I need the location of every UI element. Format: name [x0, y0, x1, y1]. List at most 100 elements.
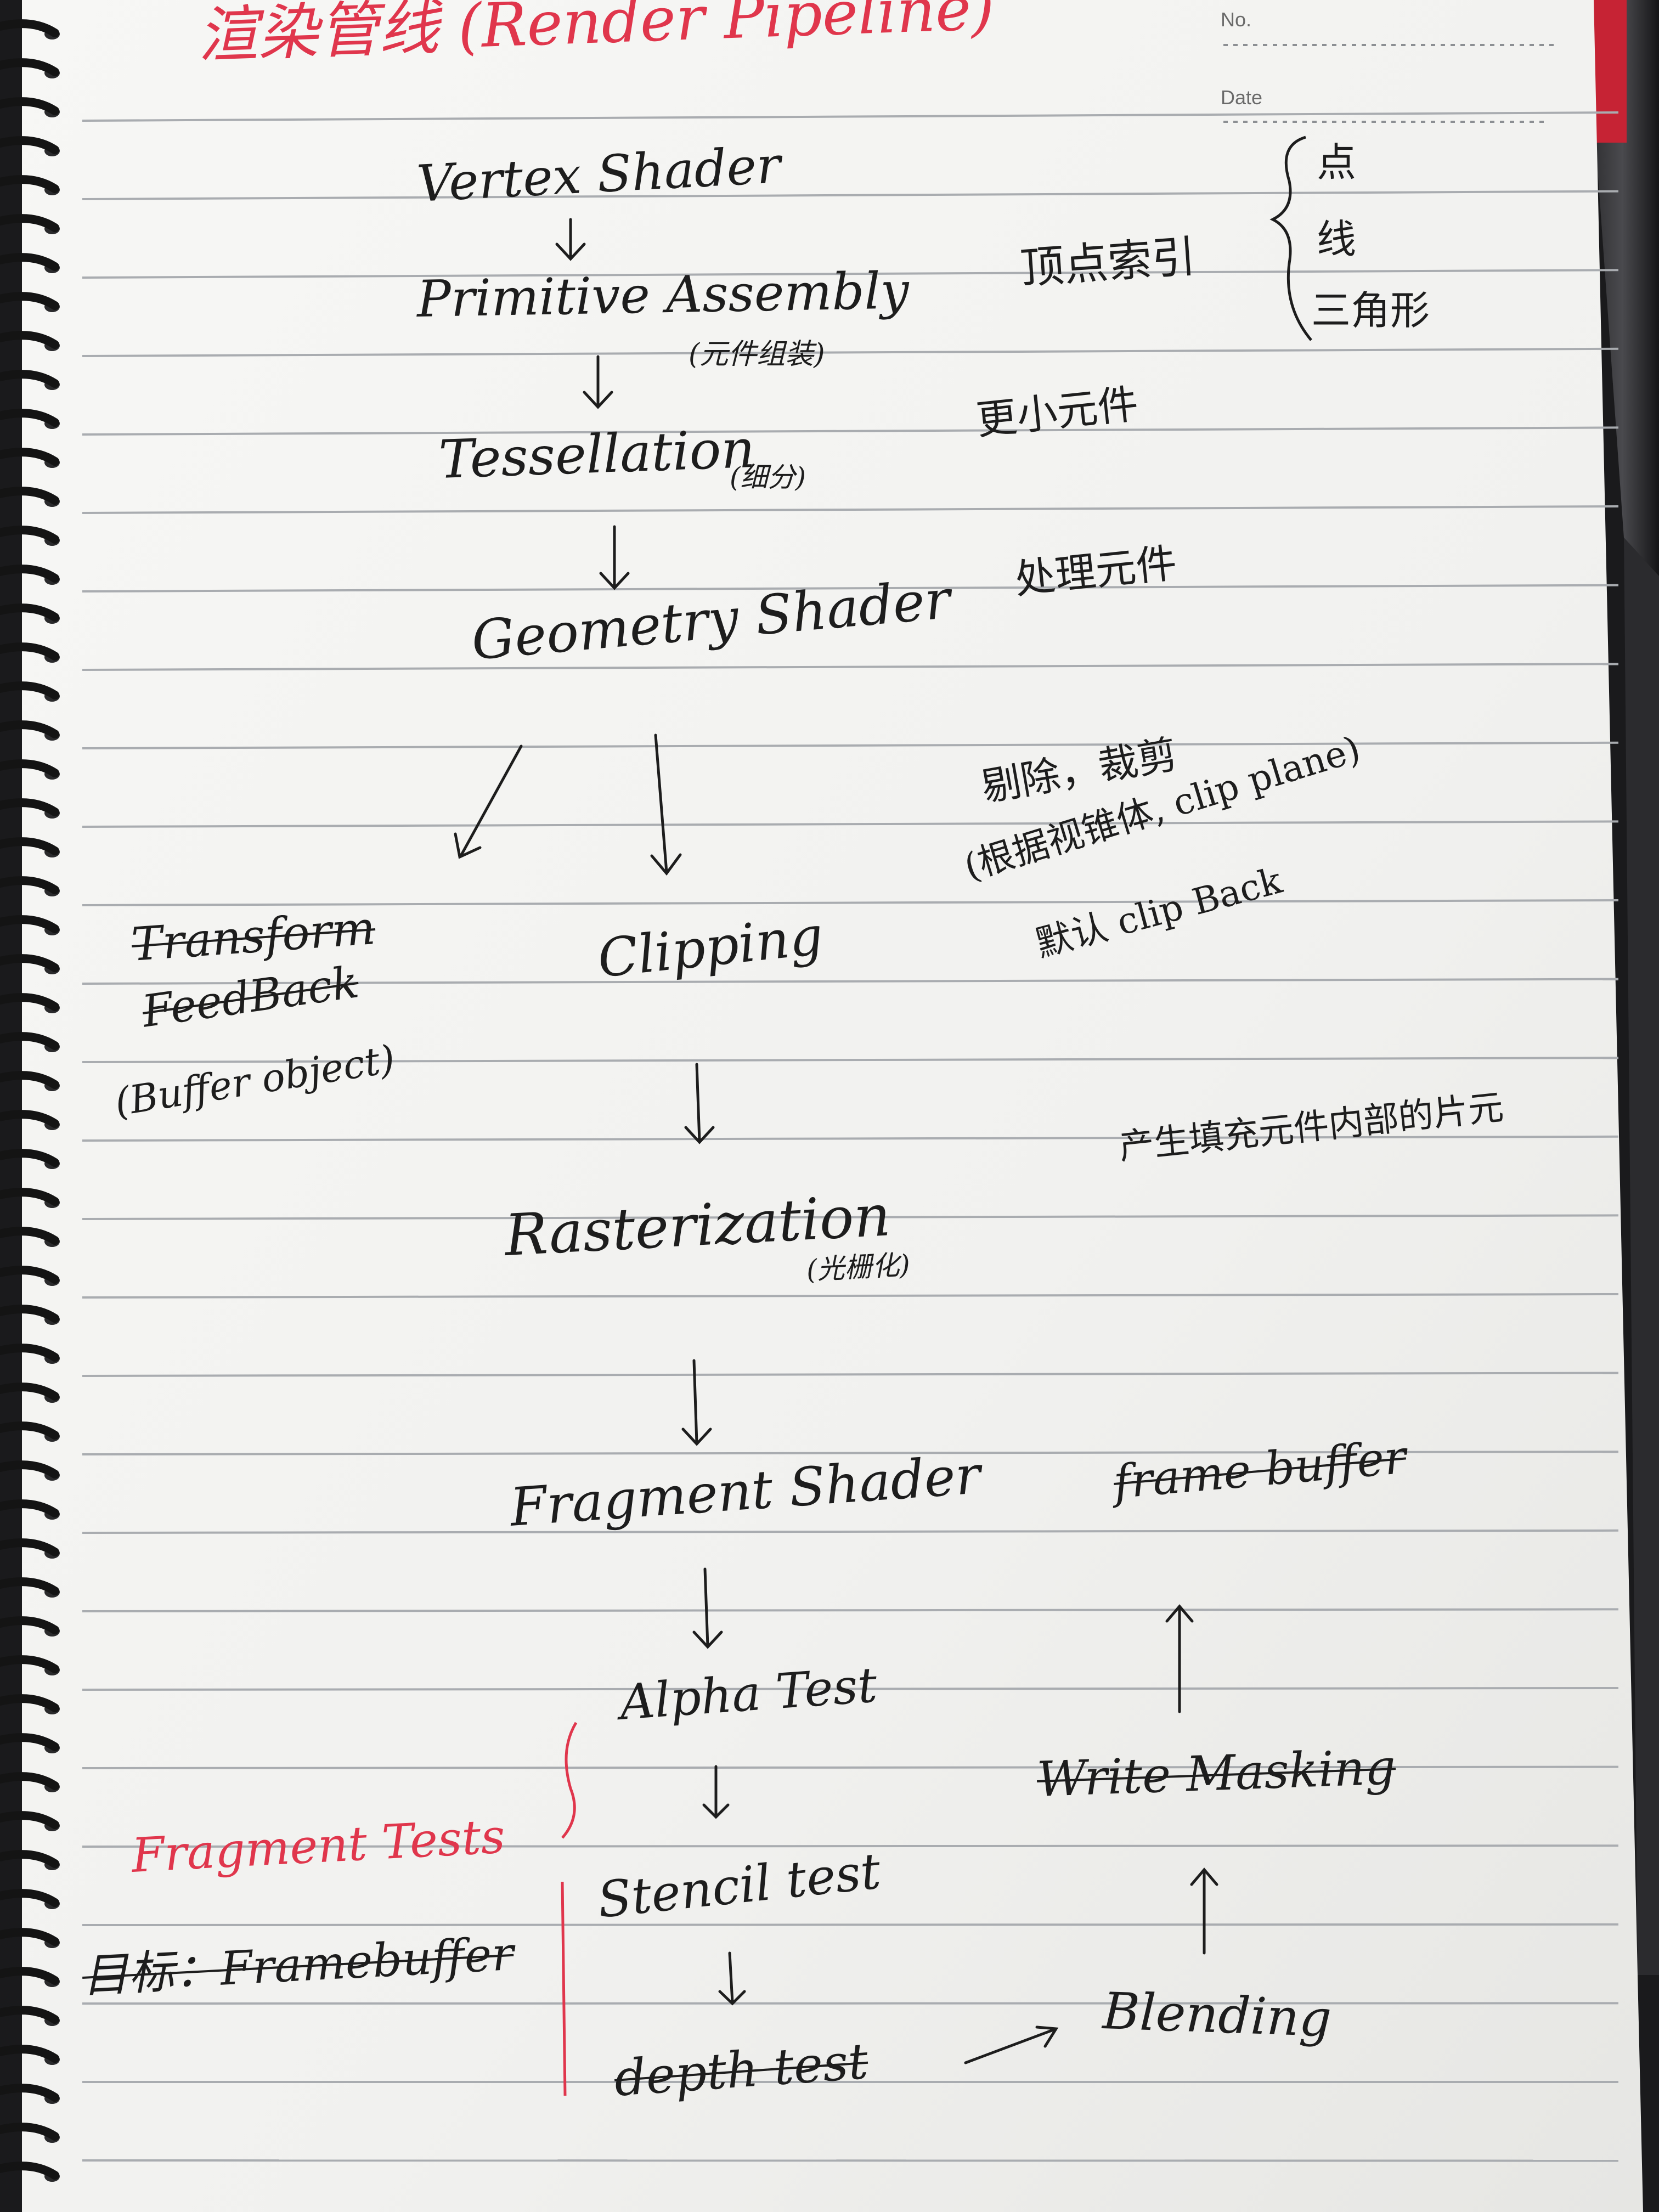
ruled-line	[82, 505, 1619, 514]
binding-coil	[0, 97, 59, 115]
binding-coil	[0, 1694, 59, 1712]
ruled-line	[82, 663, 1619, 671]
ruled-line	[82, 978, 1619, 985]
binding-coil	[0, 954, 59, 972]
binding-coil	[0, 837, 59, 855]
binding-coil	[0, 2084, 59, 2102]
binding-coil	[0, 175, 59, 193]
date-label: Date	[1221, 86, 1263, 109]
arrow-rasterization-to-fragment	[681, 1359, 712, 1446]
binding-coil	[0, 1772, 59, 1790]
arrow-tessellation-to-geometry	[599, 525, 630, 590]
ruled-line	[82, 1687, 1619, 1691]
binding-coil	[0, 2123, 59, 2141]
binding-coil	[0, 1967, 59, 1985]
ruled-line	[82, 426, 1619, 436]
tessellation-label: Tessellation	[438, 417, 756, 490]
arrow-stencil-to-depth	[718, 1951, 746, 2006]
binding-coil	[0, 253, 59, 271]
ruled-line	[82, 741, 1619, 749]
binding-coil	[0, 681, 59, 699]
binding-coil	[0, 1383, 59, 1401]
binding-coil	[0, 876, 59, 894]
binding-coil	[0, 19, 59, 37]
binding-coil	[0, 2045, 59, 2063]
ruled-line	[82, 111, 1619, 122]
binding-coil	[0, 1889, 59, 1907]
binding-coil	[0, 993, 59, 1011]
binding-coil	[0, 1499, 59, 1517]
ruled-line	[82, 1135, 1619, 1142]
binding-coil	[0, 2006, 59, 2024]
binding-coil	[0, 1266, 59, 1284]
binding-coil	[0, 603, 59, 622]
red-bracket-bottom	[561, 1881, 567, 2096]
arrow-geometry-to-transform-feedback	[454, 744, 523, 859]
pipeline-arrows	[454, 218, 1218, 2064]
primitive-assembly-label: Primitive Assembly	[416, 261, 910, 329]
binding-coil	[0, 370, 59, 388]
binding-coil	[0, 58, 59, 76]
binding-coil	[0, 1227, 59, 1245]
ruled-line	[82, 269, 1619, 279]
pen-red-band	[1594, 0, 1627, 143]
arrow-fragment-to-alpha	[692, 1567, 723, 1649]
binding-coil	[0, 487, 59, 505]
tessellation-note: (细分)	[730, 461, 806, 493]
ruled-line	[82, 1529, 1619, 1534]
binding-coil	[0, 1071, 59, 1089]
primitive-assembly-note: (元件组装)	[689, 338, 825, 371]
binding-coil	[0, 1928, 59, 1946]
arrow-depth-to-blending	[964, 2025, 1059, 2064]
binding-coil	[0, 409, 59, 427]
ruled-line	[82, 1608, 1619, 1612]
ruled-line	[82, 1451, 1619, 1455]
binding-coil	[0, 526, 59, 544]
ruled-line	[82, 2159, 1619, 2162]
blending-label: Blending	[1102, 1982, 1333, 2049]
binding-coil	[0, 1811, 59, 1829]
binding-coil	[0, 1421, 59, 1440]
write-masking-label: Write Masking	[1036, 1739, 1397, 1808]
no-label: No.	[1221, 8, 1252, 31]
binding-coil	[0, 1344, 59, 1362]
binding-coil	[0, 292, 59, 310]
binding-coil	[0, 798, 59, 816]
ruled-line	[82, 190, 1619, 200]
binding-coil	[0, 1538, 59, 1556]
arrow-clipping-to-rasterization	[684, 1063, 715, 1144]
arrow-blending-to-writemask	[1190, 1867, 1218, 1955]
binding-coil	[0, 1577, 59, 1595]
ruled-line	[82, 1765, 1619, 1769]
ruled-line	[82, 1057, 1619, 1063]
binding-coil	[0, 1032, 59, 1050]
arrow-geometry-to-clipping	[650, 733, 682, 876]
ruled-line	[82, 1214, 1619, 1220]
binding-coil	[0, 136, 59, 154]
spiral-binding	[0, 19, 60, 2182]
binding-coil	[0, 448, 59, 466]
ruled-line	[82, 820, 1619, 828]
ruled-line	[82, 1372, 1619, 1377]
brace	[1269, 136, 1312, 341]
primitive-type-line: 线	[1317, 216, 1357, 262]
binding-coil	[0, 915, 59, 933]
binding-coil	[0, 1460, 59, 1479]
binding-coil	[0, 1616, 59, 1634]
binding-coil	[0, 1188, 59, 1206]
ruled-lines	[82, 111, 1619, 2162]
binding-coil	[0, 759, 59, 777]
binding-coil	[0, 1149, 59, 1167]
paper	[22, 0, 1643, 2212]
ruled-line	[82, 899, 1619, 906]
arrow-writemask-to-framebuffer	[1165, 1604, 1194, 1713]
red-bracket-top	[561, 1722, 578, 1839]
pen	[1585, 0, 1659, 576]
ruled-line	[82, 1844, 1619, 1848]
binding-coil	[0, 1850, 59, 1868]
binding-coil	[0, 214, 59, 232]
rasterization-note: (光栅化)	[805, 1249, 911, 1286]
primitive-type-point: 点	[1317, 139, 1357, 185]
arrow-alpha-to-stencil	[702, 1765, 730, 1819]
